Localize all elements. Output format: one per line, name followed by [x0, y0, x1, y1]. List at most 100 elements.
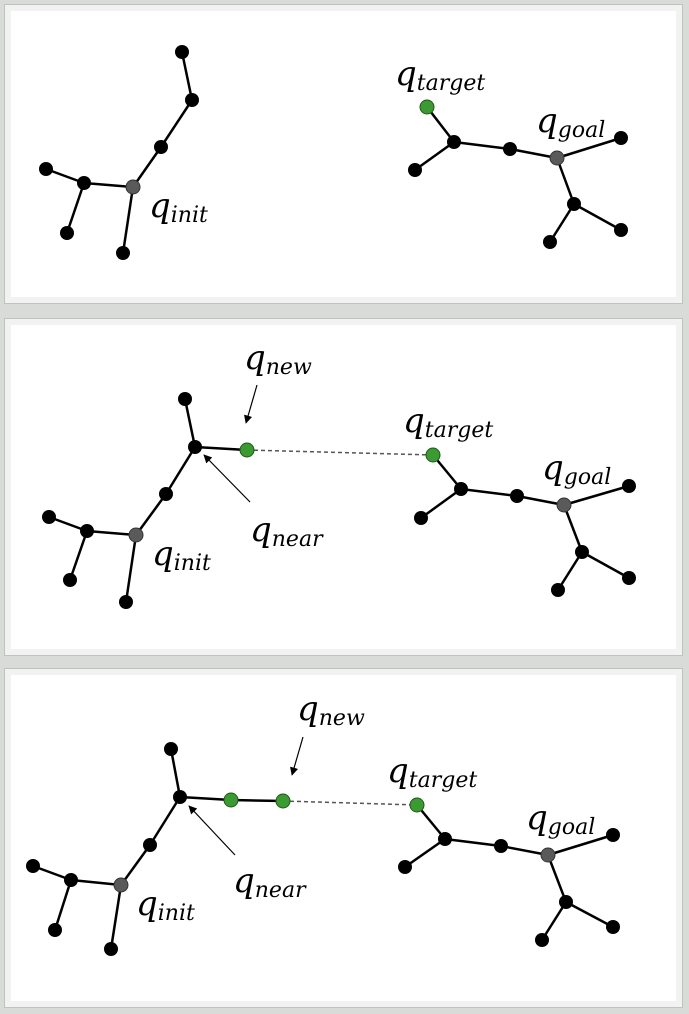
node	[48, 923, 62, 937]
arrow-q-new	[244, 384, 258, 424]
arrow-q-near	[188, 805, 236, 856]
node	[408, 163, 422, 177]
edge	[230, 798, 284, 803]
panel-initial-trees: qinit qtarget qgoal	[4, 4, 683, 304]
edge	[509, 147, 558, 160]
node	[116, 246, 130, 260]
label-q-target: qtarget	[387, 751, 477, 793]
near-node	[173, 790, 187, 804]
label-q-new: qnew	[297, 689, 365, 731]
label-q-init: qinit	[149, 186, 208, 228]
node	[622, 479, 636, 493]
node	[63, 573, 77, 587]
label-q-near: qnear	[250, 510, 324, 552]
node	[185, 93, 199, 107]
edge	[546, 854, 568, 903]
edge	[573, 202, 622, 232]
edge	[581, 550, 630, 580]
node	[551, 583, 565, 597]
edge	[540, 901, 568, 941]
edge	[460, 487, 518, 498]
node	[606, 828, 620, 842]
edge	[453, 140, 511, 151]
label-q-new: qnew	[244, 338, 312, 380]
edge	[547, 833, 614, 857]
node	[614, 131, 628, 145]
edge	[164, 446, 197, 495]
diagram-3: qnew qnear qinit qtarget qgoal	[26, 689, 620, 956]
node	[143, 838, 157, 852]
new-node	[275, 793, 291, 809]
node	[64, 873, 78, 887]
panel-extend-step-2: qnew qnear qinit qtarget qgoal	[4, 668, 683, 1008]
edge	[124, 534, 138, 603]
edge	[444, 837, 502, 848]
edge	[183, 398, 197, 448]
node	[414, 511, 428, 525]
edge	[134, 493, 168, 536]
connector-to-target	[246, 449, 434, 456]
node	[543, 235, 557, 249]
node	[454, 482, 468, 496]
edge	[555, 157, 576, 205]
node	[39, 162, 53, 176]
node	[178, 392, 192, 406]
goal-node	[556, 497, 572, 513]
node	[622, 571, 636, 585]
edge	[179, 795, 232, 802]
edge	[109, 884, 123, 950]
edge	[556, 551, 584, 591]
node	[447, 135, 461, 149]
node	[567, 197, 581, 211]
edge	[119, 844, 152, 886]
node	[503, 142, 517, 156]
init-node	[128, 527, 144, 543]
label-q-near: qnear	[233, 861, 307, 903]
node	[77, 176, 91, 190]
node	[535, 933, 549, 947]
edge	[131, 146, 163, 188]
node	[614, 223, 628, 237]
edge	[65, 182, 86, 234]
edge	[563, 484, 630, 507]
edge	[68, 530, 89, 581]
label-q-goal: qgoal	[536, 101, 605, 143]
init-node	[125, 179, 141, 195]
node	[80, 524, 94, 538]
init-node	[113, 877, 129, 893]
label-q-goal: qgoal	[526, 798, 595, 840]
node	[159, 487, 173, 501]
edge	[420, 487, 462, 520]
label-q-init: qinit	[152, 534, 211, 576]
edge	[565, 900, 614, 929]
label-q-goal: qgoal	[542, 448, 611, 490]
node	[154, 140, 168, 154]
label-q-target: qtarget	[403, 401, 493, 443]
near-node	[188, 440, 202, 454]
panel-extend-step-1: qnew qnear qinit qtarget qgoal	[4, 318, 683, 656]
edge	[516, 494, 565, 507]
node	[606, 920, 620, 934]
node	[510, 489, 524, 503]
label-q-target: qtarget	[395, 54, 485, 96]
label-q-init: qinit	[136, 884, 195, 926]
node	[398, 860, 412, 874]
node	[175, 45, 189, 59]
edge	[53, 879, 73, 931]
node	[164, 742, 178, 756]
node	[119, 595, 133, 609]
edge	[404, 837, 446, 869]
edge	[180, 51, 194, 101]
node	[575, 545, 589, 559]
edge	[562, 504, 584, 553]
edge	[70, 878, 122, 887]
arrow-q-new	[290, 736, 304, 776]
edge	[121, 186, 135, 254]
node	[438, 832, 452, 846]
edge	[556, 136, 622, 160]
edge	[194, 445, 248, 452]
node	[26, 859, 40, 873]
node	[60, 226, 74, 240]
edge	[500, 844, 549, 857]
edge	[148, 796, 182, 846]
